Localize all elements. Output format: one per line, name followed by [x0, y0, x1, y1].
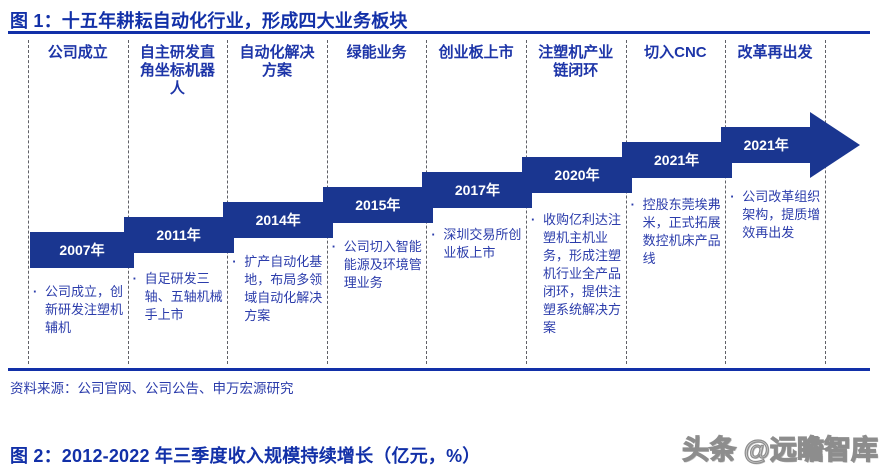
bullet-dot-icon: ·: [232, 254, 237, 269]
column-separator-line: [725, 40, 727, 364]
milestone-description: · 控股东莞埃弗米，正式拓展数控机床产品线: [631, 196, 724, 268]
milestone-timeline: 公司成立 2007年 · 公司成立，创新研发注塑机辅机 自主研发直角坐标机器人 2011年…: [0, 36, 884, 368]
milestone-year-label: 2021年: [654, 152, 700, 168]
milestone-description-text: 控股东莞埃弗米，正式拓展数控机床产品线: [642, 197, 721, 266]
figure1-title-underline: [8, 31, 870, 34]
bullet-dot-icon: ·: [531, 212, 536, 227]
milestone-header: 创业板上市: [438, 44, 514, 61]
milestone-year-label: 2020年: [554, 167, 600, 183]
watermark-text: 头条 @远瞻智库: [682, 434, 879, 465]
milestone-description-text: 扩产自动化基地，布局多领域自动化解决方案: [244, 254, 323, 323]
column-separator-line: [28, 40, 29, 364]
milestone-year-block: 2021年: [621, 142, 732, 178]
milestone-year-label: 2014年: [255, 212, 301, 228]
bullet-dot-icon: ·: [33, 284, 38, 299]
figure1-title: 图 1：十五年耕耘自动化行业，形成四大业务板块: [10, 11, 408, 31]
milestone-description: · 收购亿利达注塑机主机业务，形成注塑机行业全产品闭环，提供注塑系统解决方案: [531, 211, 624, 337]
milestone-year-block: 2020年: [522, 157, 632, 193]
source-note: 资料来源：公司官网、公司公告、申万宏源研究: [10, 381, 294, 396]
bullet-dot-icon: ·: [730, 189, 735, 204]
milestone-year-label: 2007年: [59, 242, 105, 258]
milestone-description: · 自足研发三轴、五轴机械手上市: [133, 270, 226, 324]
milestone-arrow-head-icon: [810, 112, 861, 178]
milestone-header: 切入CNC: [644, 44, 707, 61]
milestone-year-block: 2015年: [322, 187, 433, 223]
milestone-description-text: 自足研发三轴、五轴机械手上市: [144, 271, 223, 322]
milestone-description-text: 深圳交易所创业板上市: [443, 227, 522, 260]
bullet-dot-icon: ·: [132, 271, 137, 286]
milestone-year-label: 2015年: [355, 197, 401, 213]
milestone-header: 注塑机产业链闭环: [538, 44, 614, 79]
milestone-year-label: 2021年: [743, 137, 789, 153]
milestone-description-text: 公司成立，创新研发注塑机辅机: [45, 284, 124, 335]
column-separator-line: [127, 40, 129, 364]
milestone-header: 自动化解决方案: [239, 44, 315, 79]
figure2-title: 图 2：2012-2022 年三季度收入规模持续增长（亿元，%）: [10, 446, 481, 466]
milestone-year-label: 2017年: [454, 182, 500, 198]
milestone-year-block: 2011年: [123, 217, 234, 253]
milestone-year-block: 2017年: [422, 172, 533, 208]
milestone-description: · 深圳交易所创业板上市: [431, 226, 524, 262]
milestone-year-label: 2011年: [156, 227, 201, 243]
milestone-header: 改革再出发: [737, 44, 813, 61]
bullet-dot-icon: ·: [630, 197, 635, 212]
milestone-description: · 扩产自动化基地，布局多领域自动化解决方案: [232, 253, 325, 325]
bullet-dot-icon: ·: [331, 239, 337, 254]
milestone-description-text: 公司改革组织架构，提质增效再出发: [742, 189, 821, 240]
milestone-year-block: 2007年: [30, 232, 134, 268]
bullet-dot-icon: ·: [431, 227, 436, 242]
milestone-year-block: 2014年: [223, 202, 334, 238]
column-separator-line: [824, 40, 826, 364]
milestone-header: 自主研发直角坐标机器人: [139, 44, 215, 97]
source-divider-line: [8, 368, 870, 371]
milestone-description-text: 收购亿利达注塑机主机业务，形成注塑机行业全产品闭环，提供注塑系统解决方案: [543, 212, 622, 335]
milestone-header: 绿能业务: [346, 44, 407, 61]
milestone-arrow-body: 2021年: [721, 127, 812, 163]
milestone-description-text: 公司切入智能能源及环境管理业务: [343, 239, 422, 290]
milestone-description: · 公司成立，创新研发注塑机辅机: [33, 283, 126, 337]
milestone-header: 公司成立: [47, 44, 108, 61]
column-separator-line: [625, 40, 627, 364]
milestone-description: · 公司改革组织架构，提质增效再出发: [730, 188, 823, 242]
milestone-description: · 公司切入智能能源及环境管理业务: [332, 238, 425, 292]
